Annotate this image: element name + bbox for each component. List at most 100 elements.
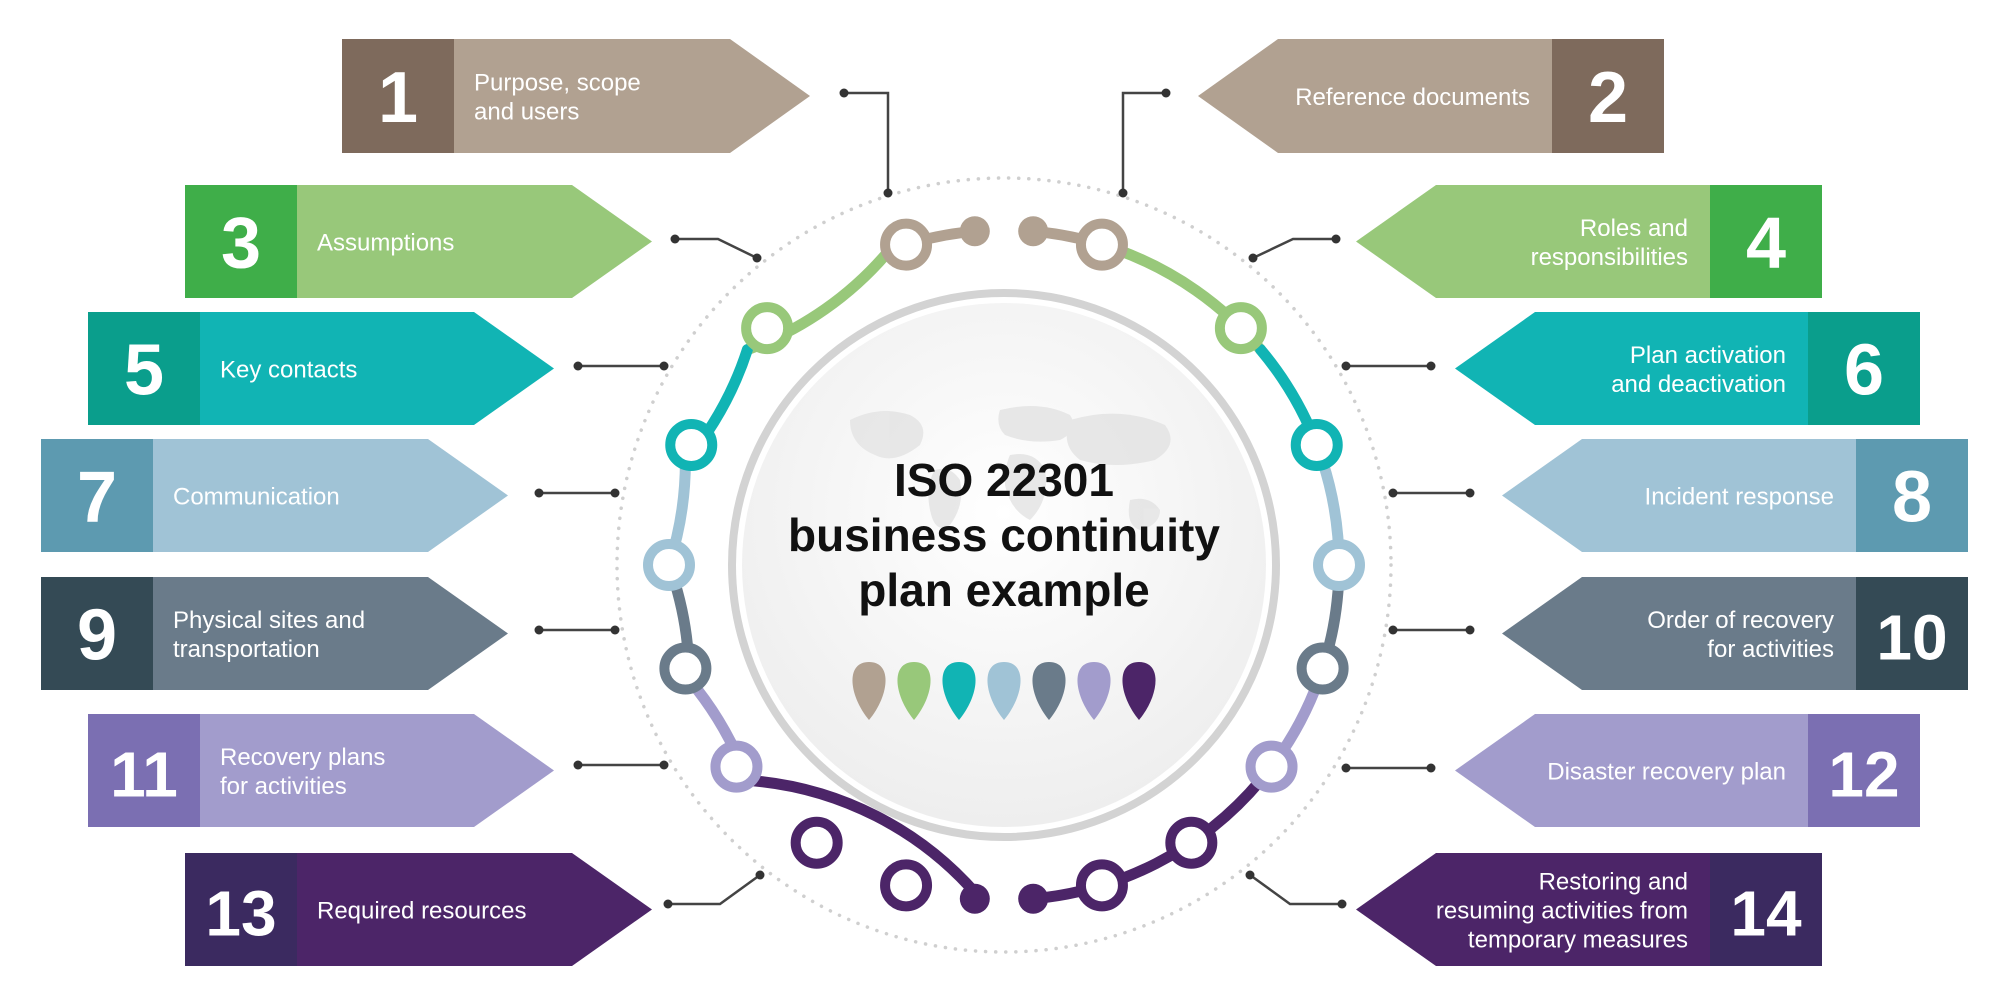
dotted-outer-ring — [615, 176, 1393, 954]
section-label-line: Communication — [173, 484, 340, 511]
color-drop — [942, 662, 976, 720]
connector-dot — [573, 760, 583, 770]
section-label-line: transportation — [173, 636, 320, 663]
ring-node — [659, 642, 712, 695]
connector-dot — [1341, 361, 1351, 371]
connector-dot — [1248, 253, 1258, 263]
banner-arrow — [88, 312, 554, 425]
section-number: 13 — [205, 878, 276, 950]
world-map-watermark — [850, 406, 1171, 530]
colored-ring — [643, 216, 1365, 914]
number-box — [185, 853, 297, 966]
color-drop — [1122, 662, 1156, 720]
connector-dot — [534, 625, 544, 635]
ring-node — [1165, 816, 1218, 869]
banner-arrow — [1356, 853, 1822, 966]
section-label-line: Incident response — [1645, 484, 1834, 511]
section-label-line: for activities — [220, 773, 347, 800]
section-label-line: for activities — [1707, 636, 1834, 663]
banner-arrow — [1356, 185, 1822, 298]
number-box — [1710, 853, 1822, 966]
number-box — [88, 312, 200, 425]
number-box — [1552, 39, 1664, 153]
title-line-1: ISO 22301 — [894, 454, 1114, 506]
color-drops-row — [852, 662, 1156, 720]
section-label-line: Physical sites and — [173, 607, 365, 634]
ring-node — [1214, 302, 1267, 355]
connector-dot — [659, 361, 669, 371]
section-number: 12 — [1828, 739, 1899, 811]
connector-dot — [839, 88, 849, 98]
banner-arrow — [342, 39, 810, 153]
connector-line — [844, 91, 890, 193]
connector-dot — [755, 870, 765, 880]
ring-node — [1313, 539, 1365, 591]
title-line-2: business continuity — [788, 509, 1220, 561]
banner-arrow — [88, 714, 554, 827]
ring-node — [1290, 418, 1343, 471]
section-number: 11 — [110, 739, 178, 811]
section-number: 10 — [1876, 602, 1947, 674]
section-label-line: and deactivation — [1611, 371, 1786, 398]
section-label-line: Roles and — [1580, 215, 1688, 242]
section-number: 4 — [1746, 204, 1786, 284]
section-label-line: temporary measures — [1468, 927, 1688, 954]
connector-dot — [659, 760, 669, 770]
banner-arrow — [41, 439, 508, 552]
section-label-line: responsibilities — [1531, 244, 1688, 271]
ring-segment-bottom-left — [741, 774, 987, 905]
ring-node — [880, 859, 933, 912]
ring-end-dot — [959, 216, 990, 247]
color-drop — [987, 662, 1021, 720]
number-box — [41, 577, 153, 690]
banner-arrow — [1455, 312, 1920, 425]
ring-node — [1075, 218, 1128, 271]
section-number: 1 — [378, 58, 418, 138]
banner-5: 5 Key contacts — [88, 312, 554, 425]
connector-dot — [1388, 625, 1398, 635]
section-number: 14 — [1730, 878, 1802, 950]
connector-dot — [1161, 88, 1171, 98]
connector-dot — [610, 488, 620, 498]
section-label-line: resuming activities from — [1436, 898, 1688, 925]
connector-dot — [1426, 361, 1436, 371]
section-label-line: Order of recovery — [1647, 607, 1834, 634]
section-number: 9 — [77, 596, 117, 676]
banner-3: 3 Assumptions — [185, 185, 652, 298]
ring-node — [1296, 642, 1349, 695]
connector-lines — [534, 88, 1475, 909]
connector-dot — [663, 899, 673, 909]
ring-node — [741, 302, 794, 355]
number-box — [1808, 312, 1920, 425]
connector-dot — [573, 361, 583, 371]
connector-dot — [1465, 625, 1475, 635]
connector-line — [1252, 237, 1336, 260]
section-label-line: Key contacts — [220, 357, 357, 384]
connector-dot — [752, 253, 762, 263]
color-drop — [897, 662, 931, 720]
section-number: 7 — [77, 458, 117, 538]
connector-dot — [883, 188, 893, 198]
section-label-line: Assumptions — [317, 230, 454, 257]
connector-dot — [534, 488, 544, 498]
section-number: 3 — [221, 204, 261, 284]
banner-arrow — [1455, 714, 1920, 827]
section-label-line: Plan activation — [1630, 342, 1786, 369]
section-number: 5 — [124, 331, 164, 411]
ring-node — [1075, 859, 1128, 912]
connector-dot — [1118, 188, 1128, 198]
number-box — [41, 439, 153, 552]
banner-7: 7 Communication — [41, 439, 508, 552]
banner-arrow — [1502, 439, 1968, 552]
connector-dot — [1331, 234, 1341, 244]
number-box — [1856, 439, 1968, 552]
number-box — [1710, 185, 1822, 298]
connector-dot — [1465, 488, 1475, 498]
